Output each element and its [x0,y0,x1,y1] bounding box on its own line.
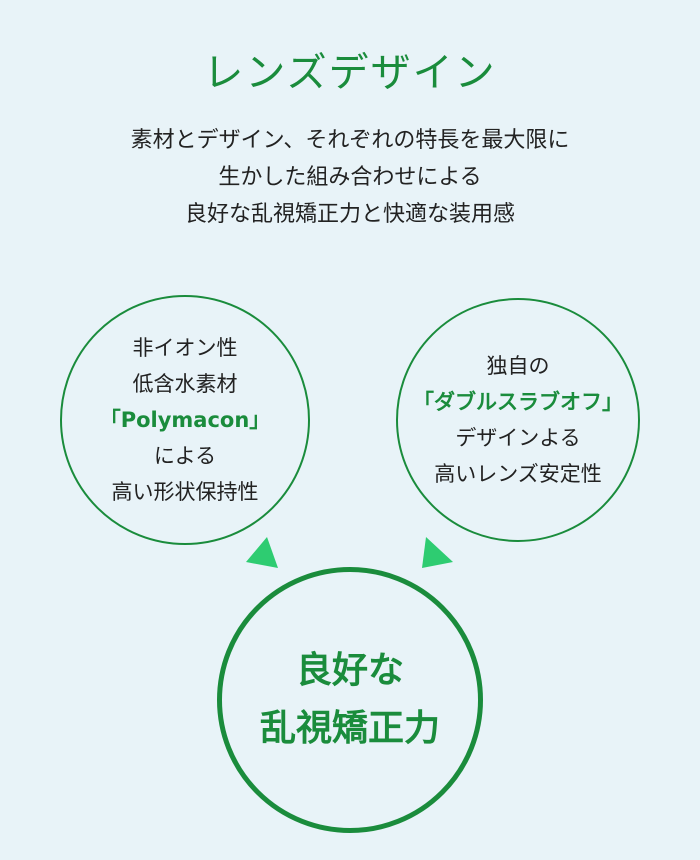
arrow-right-icon [422,537,453,568]
result-line: 乱視矯正力 [259,708,440,749]
intro-line: 良好な乱視矯正力と快適な装用感 [184,202,515,227]
design-circle: 独自の 「ダブルスラブオフ」 デザインよる 高いレンズ安定性 [396,298,640,542]
result-line: 良好な [295,650,404,691]
circle-line: 非イオン性 [132,336,238,360]
intro-line: 生かした組み合わせによる [218,165,482,190]
intro-line: 素材とデザイン、それぞれの特長を最大限に [130,128,570,153]
arrow-left-icon [246,537,278,568]
circle-line: デザインよる [455,426,581,450]
result-circle: 良好な 乱視矯正力 [217,567,483,833]
circle-line: 独自の [486,354,550,378]
circle-highlight: 「ダブルスラブオフ」 [413,390,623,414]
circle-line: 高いレンズ安定性 [434,462,602,486]
circle-highlight: 「Polymacon」 [99,408,271,432]
page-title: レンズデザイン [203,50,497,96]
circle-line: による [153,444,217,468]
circle-line: 高い形状保持性 [111,480,259,504]
material-circle: 非イオン性 低含水素材 「Polymacon」 による 高い形状保持性 [60,295,310,545]
intro-text: 素材とデザイン、それぞれの特長を最大限に 生かした組み合わせによる 良好な乱視矯… [0,122,700,233]
circle-line: 低含水素材 [132,372,238,396]
